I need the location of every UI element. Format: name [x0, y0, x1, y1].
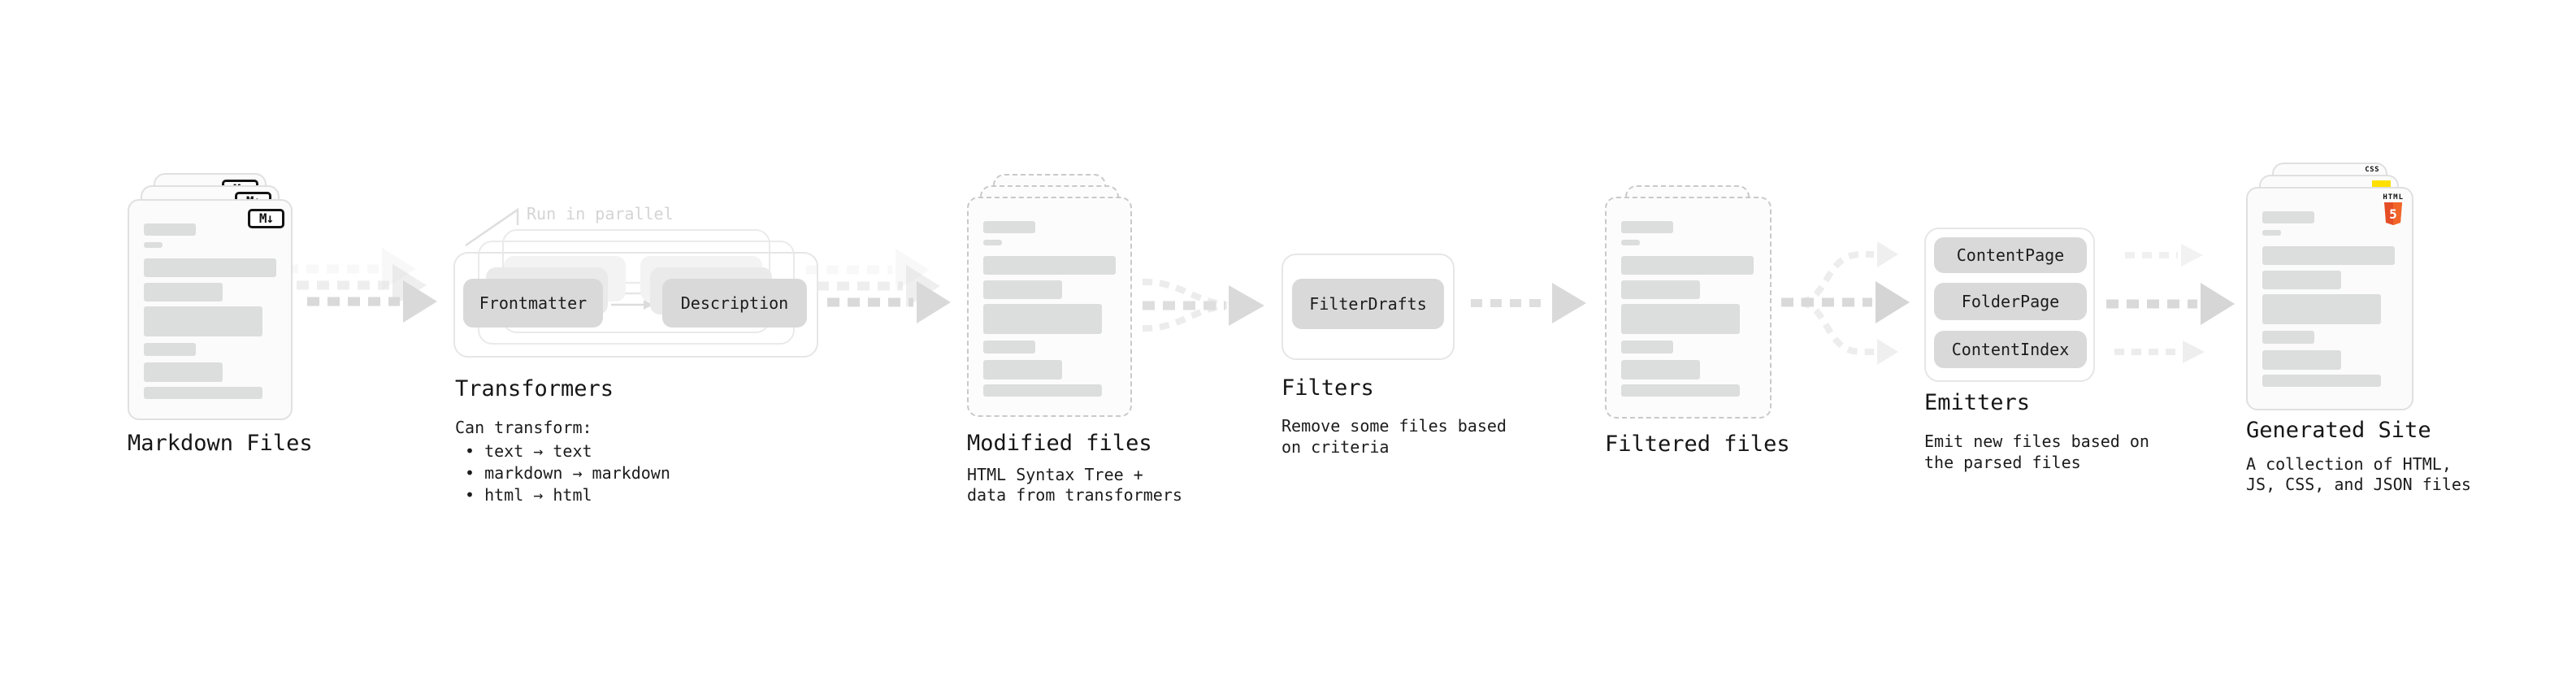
skeleton-line [2262, 375, 2381, 387]
skeleton-line [1621, 280, 1700, 299]
stage-title-filters: Filters [1281, 375, 1374, 401]
arrow-markdown-to-transformers [286, 248, 437, 323]
modified-files-caption: data from transformers [967, 485, 1182, 505]
skeleton-line [1621, 340, 1673, 354]
skeleton-line [144, 283, 223, 301]
skeleton-line [1621, 240, 1640, 245]
generated-file-card-front: HTML 5 [2246, 187, 2413, 410]
html5-icon: HTML 5 [2383, 194, 2404, 225]
transformer-description: Description [662, 279, 807, 327]
skeleton-line [983, 360, 1062, 380]
filters-caption: Remove some files based [1281, 416, 1507, 436]
skeleton-line [983, 304, 1102, 334]
skeleton-line [983, 384, 1102, 397]
transformers-bullet: • html → html [465, 485, 592, 505]
skeleton-line [2262, 230, 2281, 236]
emitter-folderpage: FolderPage [1934, 283, 2087, 320]
stage-title-filtered-files: Filtered files [1605, 432, 1790, 457]
transformer-box-front [453, 252, 818, 358]
skeleton-line [144, 387, 262, 399]
skeleton-line [2262, 211, 2314, 223]
skeleton-line [983, 221, 1035, 233]
skeleton-line [2262, 294, 2381, 324]
emitters-box [1924, 228, 2095, 382]
skeleton-line [1621, 384, 1740, 397]
arrow-modified-to-filters [1142, 278, 1264, 332]
arrow-emitters-to-generated [2106, 244, 2235, 363]
markdown-icon: M↓ [248, 209, 284, 228]
arrow-filtered-to-emitters [1781, 241, 1910, 365]
skeleton-line [983, 280, 1062, 299]
skeleton-line [983, 240, 1002, 245]
skeleton-line [144, 242, 163, 248]
emitters-caption: the parsed files [1924, 453, 2081, 472]
emitter-contentpage: ContentPage [1934, 237, 2087, 273]
filtered-file-card-front [1605, 197, 1772, 419]
skeleton-line [1621, 256, 1754, 275]
transformer-frontmatter: Frontmatter [463, 279, 603, 327]
modified-files-caption: HTML Syntax Tree + [967, 465, 1143, 484]
skeleton-line [2262, 331, 2314, 344]
run-in-parallel-note: Run in parallel [527, 204, 674, 223]
modified-file-card-front [967, 197, 1132, 417]
skeleton-line [2262, 271, 2341, 289]
js-icon [2372, 180, 2391, 189]
skeleton-line [1621, 221, 1673, 233]
transformers-bullet: • markdown → markdown [465, 463, 670, 483]
skeleton-line [144, 223, 196, 236]
skeleton-line [144, 306, 262, 336]
stage-title-emitters: Emitters [1924, 390, 2031, 415]
generated-site-caption: A collection of HTML, [2246, 454, 2452, 474]
filters-box [1281, 254, 1455, 360]
markdown-file-card-front: M↓ [128, 199, 293, 420]
filter-filterdrafts: FilterDrafts [1292, 279, 1444, 329]
emitters-caption: Emit new files based on [1924, 432, 2149, 451]
generated-site-caption: JS, CSS, and JSON files [2246, 475, 2471, 494]
skeleton-line [983, 340, 1035, 354]
svg-text:5: 5 [2389, 206, 2397, 222]
transformers-caption: Can transform: [455, 418, 592, 437]
arrow-transformers-to-modified [806, 249, 951, 323]
skeleton-line [1621, 360, 1700, 380]
filters-caption: on criteria [1281, 437, 1390, 457]
skeleton-line [144, 362, 223, 382]
skeleton-line [983, 256, 1116, 275]
skeleton-line [2262, 350, 2341, 370]
stage-title-markdown-files: Markdown Files [128, 431, 313, 456]
stage-title-modified-files: Modified files [967, 431, 1152, 456]
arrow-filters-to-filtered [1471, 283, 1586, 323]
skeleton-line [1621, 304, 1740, 334]
transformers-bullet: • text → text [465, 441, 592, 461]
skeleton-line [2262, 246, 2395, 265]
emitter-contentindex: ContentIndex [1934, 331, 2087, 368]
stage-title-generated-site: Generated Site [2246, 418, 2431, 443]
skeleton-line [144, 258, 276, 277]
skeleton-line [144, 343, 196, 356]
stage-title-transformers: Transformers [455, 376, 614, 401]
